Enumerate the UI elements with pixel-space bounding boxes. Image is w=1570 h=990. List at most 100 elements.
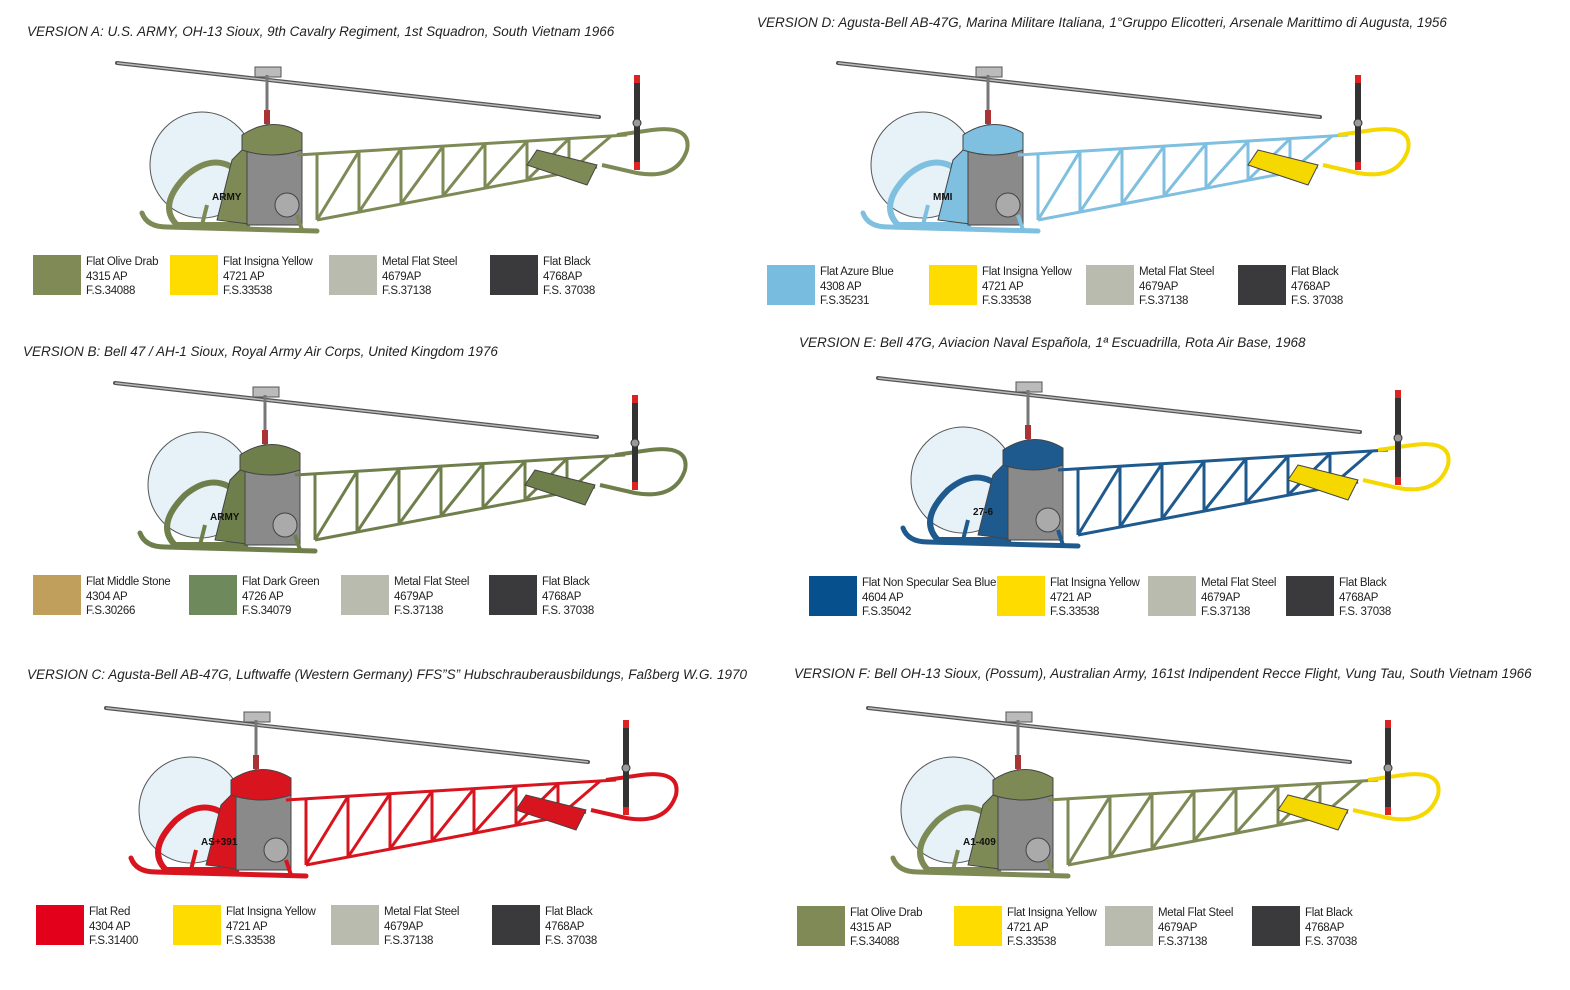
paint-name: Metal Flat Steel <box>382 256 458 268</box>
paint-code: 4304 AP <box>86 590 128 603</box>
paint-swatch: Metal Flat Steel 4679AP F.S.37138 <box>1105 906 1233 950</box>
paint-name: Flat Red <box>89 906 131 918</box>
paint-code: 4315 AP <box>850 921 892 934</box>
version-c-title: VERSION C: Agusta-Bell AB-47G, Luftwaffe… <box>27 667 748 682</box>
paint-code: 4721 AP <box>1007 921 1049 934</box>
color-chip <box>929 265 977 305</box>
paint-code: 4679AP <box>384 920 424 933</box>
version-f-title: VERSION F: Bell OH-13 Sioux, (Possum), A… <box>794 666 1532 681</box>
color-chip <box>1238 265 1286 305</box>
paint-swatch: Metal Flat Steel 4679AP F.S.37138 <box>1148 576 1276 620</box>
helicopter-version-e: 27-6 <box>876 376 1451 549</box>
paint-code: 4679AP <box>1139 280 1179 293</box>
color-chip <box>329 255 377 295</box>
aircraft-marking: MMI <box>933 192 953 203</box>
color-chip <box>1105 906 1153 946</box>
fs-code: F.S. 37038 <box>1339 606 1391 618</box>
paint-code: 4721 AP <box>1050 591 1092 604</box>
paint-name: Metal Flat Steel <box>1201 577 1277 589</box>
aircraft-marking: ARMY <box>210 512 240 523</box>
fs-code: F.S. 37038 <box>542 605 594 617</box>
color-chip <box>1252 906 1300 946</box>
color-chip <box>341 575 389 615</box>
fs-code: F.S.37138 <box>1201 606 1251 618</box>
version-a-title: VERSION A: U.S. ARMY, OH-13 Sioux, 9th C… <box>27 24 615 39</box>
fs-code: F.S.37138 <box>394 605 444 617</box>
fs-code: F.S.30266 <box>86 605 136 617</box>
paint-code: 4721 AP <box>982 280 1024 293</box>
fs-code: F.S.35042 <box>862 606 912 618</box>
paint-name: Flat Dark Green <box>242 576 320 588</box>
color-chip <box>1086 265 1134 305</box>
version-e-title: VERSION E: Bell 47G, Aviacion Naval Espa… <box>799 335 1306 350</box>
paint-name: Flat Insigna Yellow <box>1007 907 1097 919</box>
paint-name: Metal Flat Steel <box>1139 266 1215 278</box>
fs-code: F.S.33538 <box>982 295 1032 307</box>
paint-code: 4726 AP <box>242 590 284 603</box>
fs-code: F.S.33538 <box>223 285 273 297</box>
color-chip <box>767 265 815 305</box>
paint-code: 4304 AP <box>89 920 131 933</box>
paint-swatch: Flat Black 4768AP F.S. 37038 <box>1238 265 1343 309</box>
color-chip <box>170 255 218 295</box>
paint-name: Flat Azure Blue <box>820 266 894 278</box>
paint-name: Flat Insigna Yellow <box>226 906 316 918</box>
paint-code: 4679AP <box>1158 921 1198 934</box>
fs-code: F.S.31400 <box>89 935 139 947</box>
color-chip <box>1286 576 1334 616</box>
color-chip <box>33 255 81 295</box>
paint-code: 4768AP <box>1291 280 1331 293</box>
fs-code: F.S.34088 <box>850 936 900 948</box>
color-chip <box>489 575 537 615</box>
paint-code: 4679AP <box>1201 591 1241 604</box>
fs-code: F.S.33538 <box>1050 606 1100 618</box>
paint-name: Flat Insigna Yellow <box>1050 577 1140 589</box>
color-chip <box>173 905 221 945</box>
paint-swatch: Flat Black 4768AP F.S. 37038 <box>1286 576 1391 620</box>
paint-code: 4768AP <box>1339 591 1379 604</box>
paint-code: 4768AP <box>545 920 585 933</box>
paint-code: 4721 AP <box>226 920 268 933</box>
paint-name: Flat Insigna Yellow <box>223 256 313 268</box>
color-chip <box>997 576 1045 616</box>
paint-swatch: Flat Dark Green 4726 AP F.S.34079 <box>189 575 320 619</box>
color-chip <box>33 575 81 615</box>
paint-name: Flat Black <box>1339 577 1387 589</box>
color-chip <box>189 575 237 615</box>
paint-code: 4604 AP <box>862 591 904 604</box>
paint-name: Metal Flat Steel <box>1158 907 1234 919</box>
paint-name: Flat Insigna Yellow <box>982 266 1072 278</box>
paint-code: 4315 AP <box>86 270 128 283</box>
paint-name: Flat Black <box>543 256 591 268</box>
fs-code: F.S.35231 <box>820 295 870 307</box>
aircraft-marking: 27-6 <box>973 507 993 518</box>
paint-swatch: Flat Insigna Yellow 4721 AP F.S.33538 <box>929 265 1072 309</box>
paint-name: Flat Non Specular Sea Blue <box>862 577 997 589</box>
fs-code: F.S. 37038 <box>1291 295 1343 307</box>
helicopter-version-f: A1-409 <box>866 706 1441 879</box>
paint-code: 4768AP <box>542 590 582 603</box>
color-chip <box>809 576 857 616</box>
paint-name: Flat Black <box>1291 266 1339 278</box>
color-chip <box>490 255 538 295</box>
color-chip <box>36 905 84 945</box>
fs-code: F.S.34079 <box>242 605 292 617</box>
fs-code: F.S.34088 <box>86 285 136 297</box>
version-d-title: VERSION D: Agusta-Bell AB-47G, Marina Mi… <box>757 15 1447 30</box>
fs-code: F.S.37138 <box>384 935 434 947</box>
fs-code: F.S.37138 <box>1158 936 1208 948</box>
paint-swatch: Flat Non Specular Sea Blue 4604 AP F.S.350… <box>809 576 996 620</box>
aircraft-marking: A1-409 <box>963 837 996 848</box>
